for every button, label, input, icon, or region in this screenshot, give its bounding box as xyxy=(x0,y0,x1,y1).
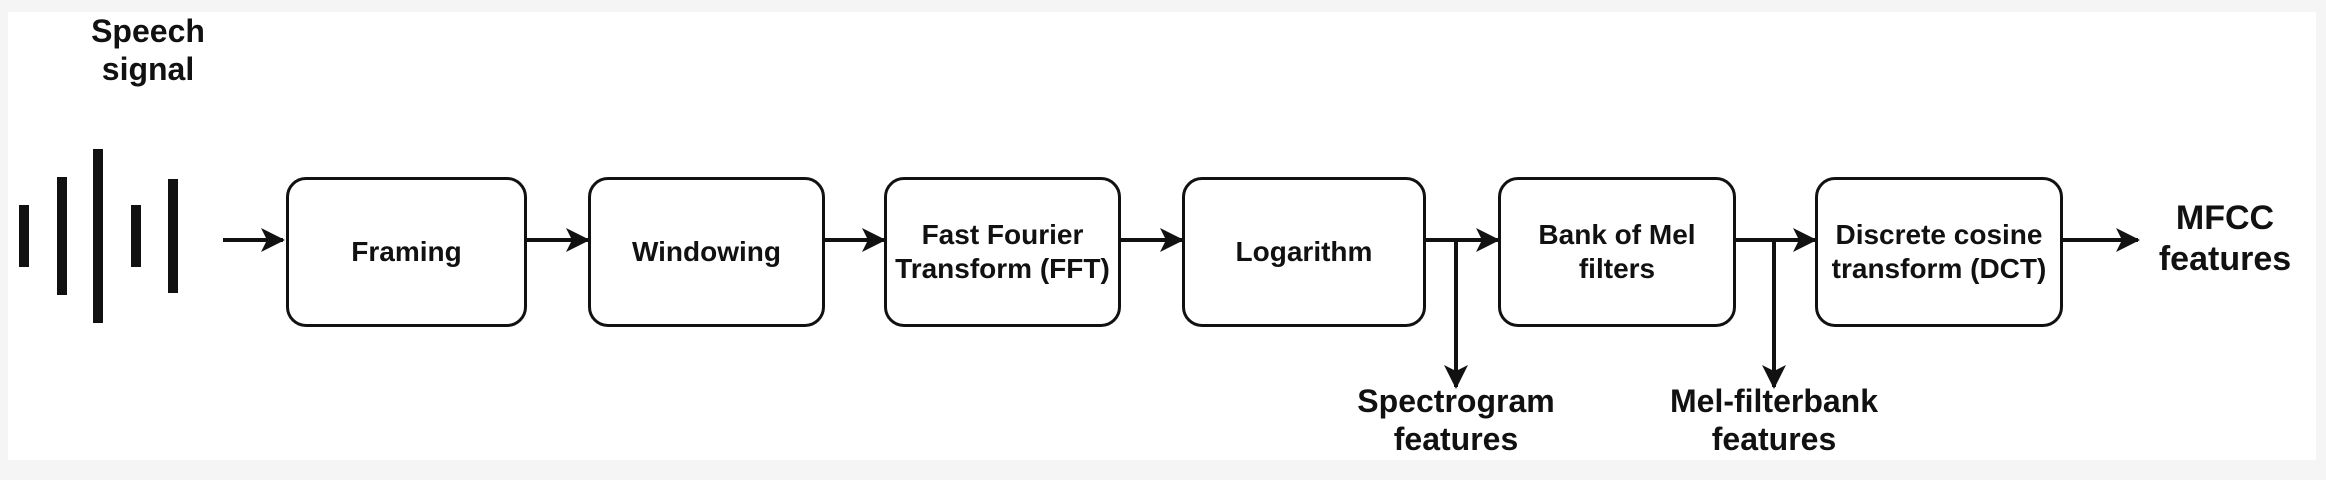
stage-mel-filters: Bank of Mel filters xyxy=(1498,177,1736,327)
stage-windowing: Windowing xyxy=(588,177,825,327)
mfcc-features-label: MFCC features xyxy=(2158,199,2292,278)
stage-logarithm: Logarithm xyxy=(1182,177,1426,327)
mel-filterbank-features-label: Mel-filterbank features xyxy=(1669,383,1879,458)
stage-framing: Framing xyxy=(286,177,527,327)
speech-signal-label: Speech signal xyxy=(91,13,205,88)
stage-fft: Fast Fourier Transform (FFT) xyxy=(884,177,1121,327)
spectrogram-features-label: Spectrogram features xyxy=(1357,383,1555,458)
waveform-icon xyxy=(19,149,178,323)
stage-dct: Discrete cosine transform (DCT) xyxy=(1815,177,2063,327)
connector-layer xyxy=(19,149,2140,389)
diagram-canvas: Speech signal Framing Windowing Fast Fou… xyxy=(8,12,2316,460)
